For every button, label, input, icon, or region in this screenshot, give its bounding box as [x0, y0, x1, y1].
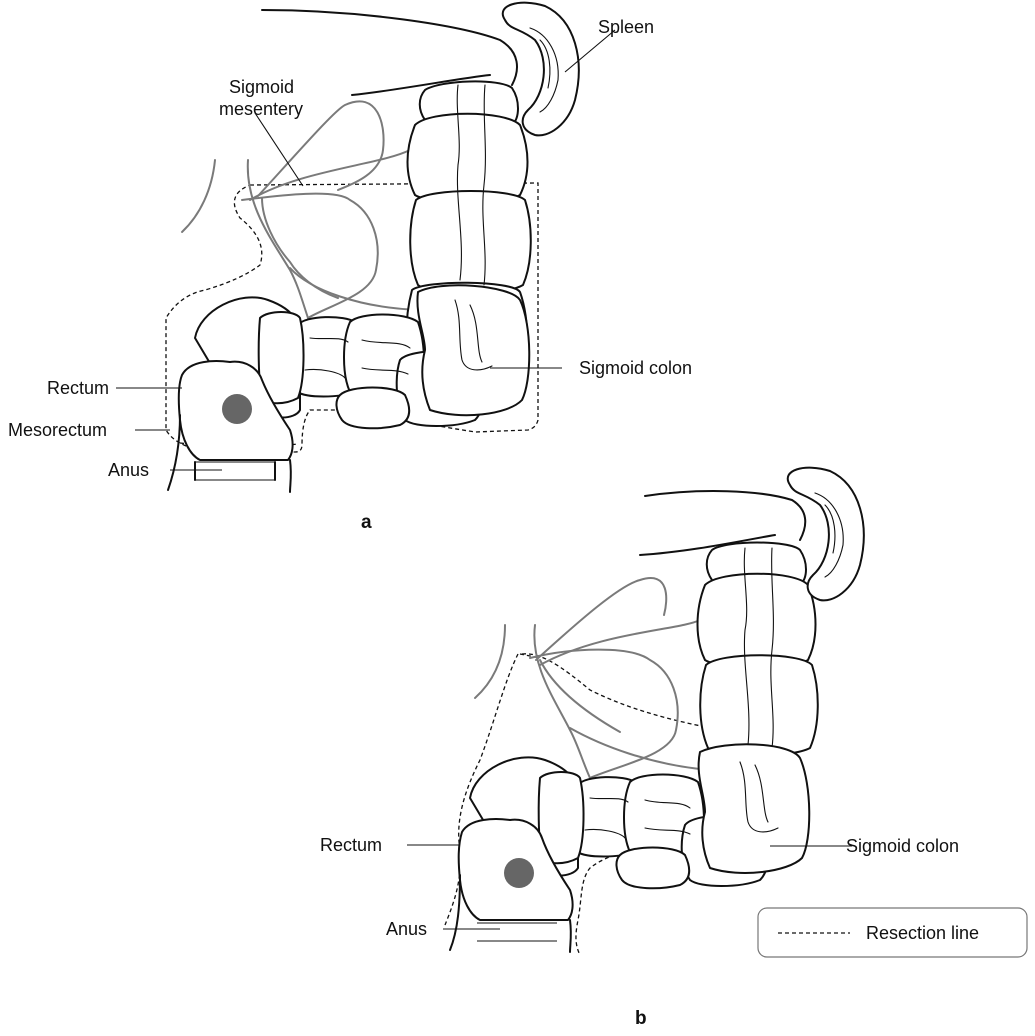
anus-label-a: Anus — [108, 460, 149, 480]
tumor-a — [222, 394, 252, 424]
sigmoid-colon-label-a: Sigmoid colon — [579, 358, 692, 378]
rectum-label-a: Rectum — [47, 378, 109, 398]
panel-letter-a: a — [361, 512, 372, 533]
descending-colon-b — [698, 543, 818, 756]
sigmoid-colon-label-b: Sigmoid colon — [846, 836, 959, 856]
rectum-label-b: Rectum — [320, 835, 382, 855]
sigmoid-mesentery-leader-a — [255, 113, 303, 186]
spleen-label-a: Spleen — [598, 17, 654, 37]
anal-canal-a — [195, 462, 275, 480]
panel-letter-b: b — [635, 1008, 647, 1029]
sigmoid-mesentery-label-line1-a: Sigmoid — [229, 77, 294, 97]
mesorectum-label-a: Mesorectum — [8, 420, 107, 440]
anal-canal-b — [477, 923, 557, 941]
legend: Resection line — [758, 908, 1027, 957]
sigmoid-mesentery-label-line2-a: mesentery — [219, 99, 303, 119]
anus-label-b: Anus — [386, 919, 427, 939]
tumor-b — [504, 858, 534, 888]
legend-resection-label: Resection line — [866, 923, 979, 943]
panel-a: Spleen Sigmoid mesentery Sigmoid colon R… — [8, 3, 692, 533]
